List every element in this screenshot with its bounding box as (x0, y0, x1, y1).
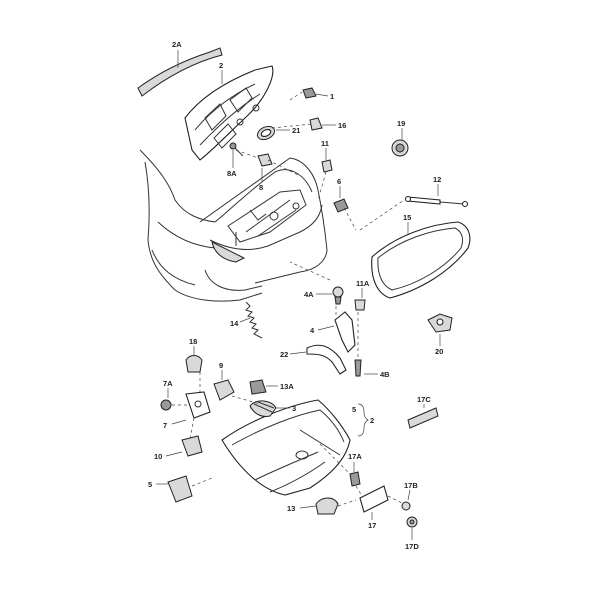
light-13 (315, 497, 339, 515)
label-9: 9 (219, 361, 223, 370)
hinge-4 (306, 286, 366, 377)
buffer-11 (321, 159, 333, 173)
label-17C: 17C (417, 395, 431, 404)
lock-7 (185, 391, 211, 419)
label-16: 16 (338, 121, 346, 130)
label-6: 6 (337, 177, 341, 186)
label-17: 17 (368, 521, 376, 530)
label-12: 12 (433, 175, 441, 184)
label-17D: 17D (405, 542, 419, 551)
label-2A: 2A (172, 40, 182, 49)
clip-17B (401, 501, 411, 511)
spring-14 (245, 301, 263, 339)
label-13: 13 (287, 504, 295, 513)
label-8: 8 (259, 183, 263, 192)
label-20: 20 (435, 347, 443, 356)
bellows-3 (249, 400, 277, 417)
cap-19 (391, 139, 409, 157)
label-7A: 7A (163, 379, 173, 388)
switch-17A (349, 471, 361, 487)
label-5-right: 5 (352, 405, 356, 414)
bump-stop-1 (302, 87, 317, 99)
screw-17D (406, 516, 418, 528)
garnish-17C (407, 407, 439, 429)
label-3: 3 (292, 404, 296, 413)
actuator-9 (213, 379, 235, 401)
leader-lines (156, 50, 441, 540)
car-body-outline (139, 149, 328, 302)
stop-16 (309, 117, 323, 131)
label-10: 10 (154, 452, 162, 461)
label-13A: 13A (280, 382, 294, 391)
label-21: 21 (292, 126, 300, 135)
label-8A: 8A (227, 169, 237, 178)
handle-17 (359, 485, 389, 513)
trunk-lid-lower (221, 399, 351, 496)
label-7: 7 (163, 421, 167, 430)
label-11: 11 (321, 139, 329, 148)
label-11A: 11A (356, 279, 370, 288)
label-2-lower: 2 (370, 416, 374, 425)
label-1: 1 (330, 92, 334, 101)
label-22: 22 (280, 350, 288, 359)
bolt-8A (229, 142, 244, 157)
label-4B: 4B (380, 370, 390, 379)
callout-labels: 2A 2 1 21 16 8A 8 11 6 19 12 15 4A 11A 4… (148, 40, 443, 551)
grommet-13A (249, 379, 267, 395)
label-17B: 17B (404, 481, 418, 490)
bolt-7A (160, 399, 172, 411)
label-15: 15 (403, 213, 411, 222)
label-17A: 17A (348, 452, 362, 461)
bracket-8 (257, 153, 273, 167)
grommet-21 (256, 125, 276, 141)
label-14: 14 (230, 319, 239, 328)
bracket-20 (427, 313, 453, 333)
trunk-seal-15 (371, 221, 471, 299)
cover-18 (185, 355, 203, 373)
gas-strut-12 (404, 195, 469, 208)
label-2: 2 (219, 61, 223, 70)
bracket-5 (167, 475, 193, 503)
label-5-left: 5 (148, 480, 152, 489)
label-4: 4 (310, 326, 315, 335)
label-18: 18 (189, 337, 197, 346)
trunk-lid-upper (137, 47, 274, 161)
clip-6 (333, 198, 349, 213)
label-4A: 4A (304, 290, 314, 299)
striker-10 (181, 435, 203, 457)
label-19: 19 (397, 119, 405, 128)
